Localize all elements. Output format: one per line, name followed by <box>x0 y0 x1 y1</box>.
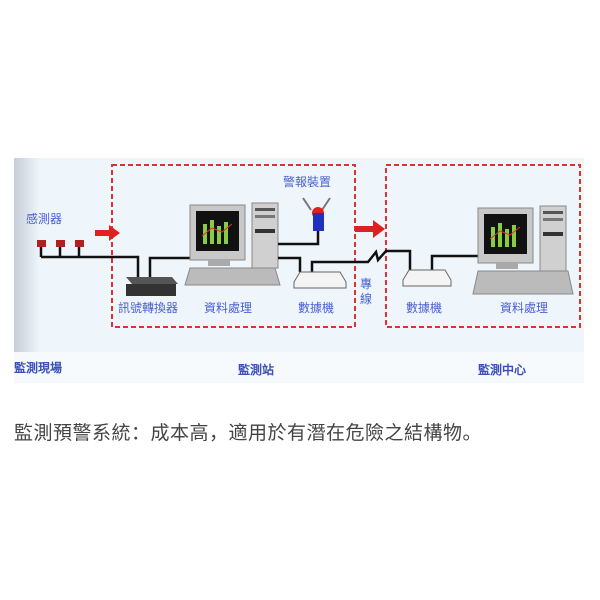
signal-converter-icon <box>126 256 192 296</box>
zone-site-label: 監測現場 <box>14 360 62 375</box>
station-processing-label: 資料處理 <box>204 301 252 315</box>
station-zone-box <box>111 164 356 328</box>
converter-label: 訊號轉換器 <box>118 300 178 315</box>
center-modem-icon <box>402 254 478 287</box>
sensors-icon <box>37 240 140 277</box>
center-processing-label: 資料處理 <box>500 301 548 315</box>
arrow-right-icon <box>355 220 385 238</box>
dedicated-line <box>360 249 412 270</box>
center-modem-label: 數據機 <box>406 300 442 315</box>
zone-station-label: 監測站 <box>238 362 274 377</box>
alarm-device-icon <box>278 197 331 246</box>
dedicated-line-label-1: 專 <box>360 277 372 291</box>
station-modem-label: 數據機 <box>298 300 334 315</box>
alarm-label: 警報裝置 <box>283 174 331 189</box>
zone-center-label: 監測中心 <box>478 362 526 377</box>
dedicated-line-label-2: 線 <box>360 291 372 306</box>
sensor-label: 感測器 <box>26 211 62 226</box>
station-modem-icon <box>278 256 360 289</box>
left-gradient-strip <box>14 158 40 358</box>
caption: 監測預警系統：成本高，適用於有潛在危險之結構物。 <box>14 422 483 444</box>
arrow-right-icon <box>95 225 120 241</box>
center-zone-box <box>385 164 581 328</box>
station-computer-icon <box>184 202 281 286</box>
center-computer-icon <box>472 205 574 295</box>
monitoring-system-diagram: 感測器 訊號轉換器 資料處理 警報裝置 數據機 專 線 <box>14 158 584 383</box>
